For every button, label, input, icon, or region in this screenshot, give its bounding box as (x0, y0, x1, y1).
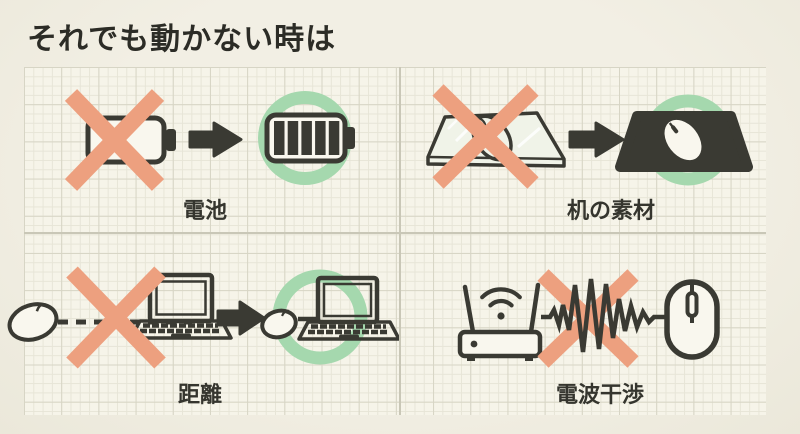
section-label: 電波干渉 (555, 382, 645, 407)
horizontal-divider (24, 232, 766, 234)
mouse-icon (7, 302, 59, 342)
arrow-icon (568, 121, 625, 158)
vertical-divider (399, 67, 401, 415)
section-desk-material: 机の素材 (400, 67, 766, 233)
section-interference: 電波干渉 (400, 233, 766, 415)
section-distance: 距離 (7, 233, 401, 415)
arrow-icon (188, 121, 243, 158)
interference-wave-icon (541, 278, 667, 353)
section-label: 距離 (177, 382, 223, 407)
cross-mark-icon (432, 84, 539, 189)
cross-mark-icon (66, 266, 166, 369)
mouse-icon (260, 308, 298, 340)
page-title: それでも動かない時は (27, 23, 337, 56)
interference-diagram (457, 269, 720, 368)
section-label: 机の素材 (566, 198, 656, 223)
arrow-icon (216, 300, 266, 336)
section-label: 電池 (182, 198, 228, 223)
wireless-mouse-icon (664, 279, 720, 360)
distance-diagram (7, 266, 401, 369)
cross-mark-icon (64, 89, 165, 191)
desk-material-diagram (426, 84, 753, 189)
wifi-router-icon (457, 282, 543, 361)
battery-diagram (64, 89, 355, 191)
grid-paper: 電池 (7, 67, 766, 415)
section-battery: 電池 (24, 67, 400, 233)
mousepad-icon (615, 111, 753, 172)
full-battery-icon (264, 112, 355, 164)
